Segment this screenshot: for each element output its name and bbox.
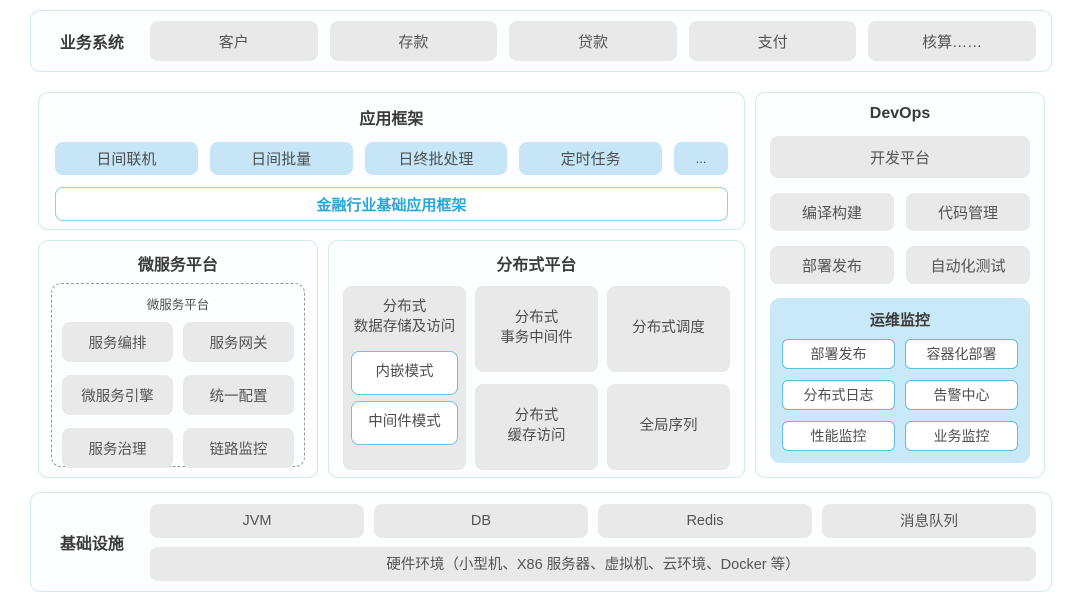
business-systems-panel: 业务系统 客户 存款 贷款 支付 核算…… (30, 10, 1052, 72)
devops-item-code-mgmt: 代码管理 (906, 193, 1030, 231)
micro-item-gateway: 服务网关 (183, 322, 294, 362)
devops-dev-platform: 开发平台 (770, 136, 1030, 178)
distributed-storage-box: 分布式 数据存储及访问 内嵌模式 中间件模式 (343, 286, 466, 470)
business-system-item-accounting: 核算…… (868, 21, 1036, 61)
app-framework-item-scheduled-task: 定时任务 (519, 142, 662, 175)
monitor-item-performance: 性能监控 (782, 421, 895, 451)
microservice-panel: 微服务平台 微服务平台 服务编排 服务网关 微服务引擎 统一配置 服务治理 链路… (38, 240, 318, 478)
distributed-title: 分布式平台 (496, 257, 577, 274)
devops-panel: DevOps 开发平台 编译构建 代码管理 部署发布 自动化测试 运维监控 部署… (755, 92, 1045, 478)
infrastructure-content: JVM DB Redis 消息队列 硬件环境（小型机、X86 服务器、虚拟机、云… (150, 503, 1036, 581)
micro-item-trace-monitor: 链路监控 (183, 428, 294, 468)
devops-title: DevOps (869, 105, 931, 122)
app-framework-item-more: ... (674, 142, 728, 175)
monitor-item-distributed-log: 分布式日志 (782, 380, 895, 410)
infra-item-redis: Redis (598, 503, 812, 538)
global-sequence-box: 全局序列 (607, 384, 730, 470)
app-framework-title: 应用框架 (359, 111, 424, 128)
distributed-storage-title: 分布式 数据存储及访问 (353, 299, 456, 335)
app-framework-item-daytime-online: 日间联机 (55, 142, 198, 175)
business-systems-label: 业务系统 (59, 35, 124, 52)
infrastructure-panel: 基础设施 JVM DB Redis 消息队列 硬件环境（小型机、X86 服务器、… (30, 492, 1052, 592)
business-system-item-loan: 贷款 (509, 21, 677, 61)
devops-grid: 编译构建 代码管理 部署发布 自动化测试 (770, 193, 1030, 284)
hardware-environment-bar: 硬件环境（小型机、X86 服务器、虚拟机、云环境、Docker 等） (150, 546, 1036, 581)
ops-monitoring-panel: 运维监控 部署发布 容器化部署 分布式日志 告警中心 性能监控 业务监控 (770, 298, 1030, 463)
business-system-item-customer: 客户 (150, 21, 318, 61)
infra-item-jvm: JVM (150, 503, 364, 538)
microservice-grid: 服务编排 服务网关 微服务引擎 统一配置 服务治理 链路监控 (62, 322, 294, 468)
infrastructure-label: 基础设施 (59, 536, 124, 553)
devops-item-auto-test: 自动化测试 (906, 246, 1030, 284)
distributed-schedule-box: 分布式调度 (607, 286, 730, 372)
monitor-item-container-deploy: 容器化部署 (905, 339, 1018, 369)
devops-item-build: 编译构建 (770, 193, 894, 231)
infra-item-mq: 消息队列 (822, 503, 1036, 538)
micro-item-orchestration: 服务编排 (62, 322, 173, 362)
infra-item-db: DB (374, 503, 588, 538)
app-framework-panel: 应用框架 日间联机 日间批量 日终批处理 定时任务 ... 金融行业基础应用框架 (38, 92, 745, 230)
distributed-grid: 分布式 数据存储及访问 内嵌模式 中间件模式 分布式 事务中间件 分布式调度 分… (343, 286, 730, 470)
business-system-item-deposit: 存款 (329, 21, 498, 61)
microservice-title: 微服务平台 (137, 257, 218, 274)
app-framework-row: 日间联机 日间批量 日终批处理 定时任务 ... (55, 142, 728, 175)
infrastructure-row: JVM DB Redis 消息队列 (150, 503, 1036, 538)
micro-item-unified-config: 统一配置 (183, 375, 294, 415)
ops-monitoring-title: 运维监控 (869, 312, 930, 329)
app-framework-item-daytime-batch: 日间批量 (209, 142, 353, 175)
devops-item-deploy: 部署发布 (770, 246, 894, 284)
distributed-panel: 分布式平台 分布式 数据存储及访问 内嵌模式 中间件模式 分布式 事务中间件 分… (328, 240, 745, 478)
monitor-item-business: 业务监控 (905, 421, 1018, 451)
distributed-cache-box: 分布式 缓存访问 (475, 384, 598, 470)
app-framework-item-eod-batch: 日终批处理 (364, 142, 508, 175)
distributed-transaction-box: 分布式 事务中间件 (475, 286, 598, 372)
ops-monitoring-grid: 部署发布 容器化部署 分布式日志 告警中心 性能监控 业务监控 (782, 339, 1018, 451)
monitor-item-deploy: 部署发布 (782, 339, 895, 369)
monitor-item-alert-center: 告警中心 (905, 380, 1018, 410)
storage-mode-middleware: 中间件模式 (351, 401, 458, 446)
storage-mode-embedded: 内嵌模式 (351, 351, 458, 396)
microservice-inner-title: 微服务平台 (146, 298, 210, 312)
micro-item-governance: 服务治理 (62, 428, 173, 468)
business-system-item-payment: 支付 (688, 21, 857, 61)
base-framework-bar: 金融行业基础应用框架 (55, 187, 728, 221)
microservice-inner-box: 微服务平台 服务编排 服务网关 微服务引擎 统一配置 服务治理 链路监控 (51, 283, 305, 468)
micro-item-engine: 微服务引擎 (62, 375, 173, 415)
